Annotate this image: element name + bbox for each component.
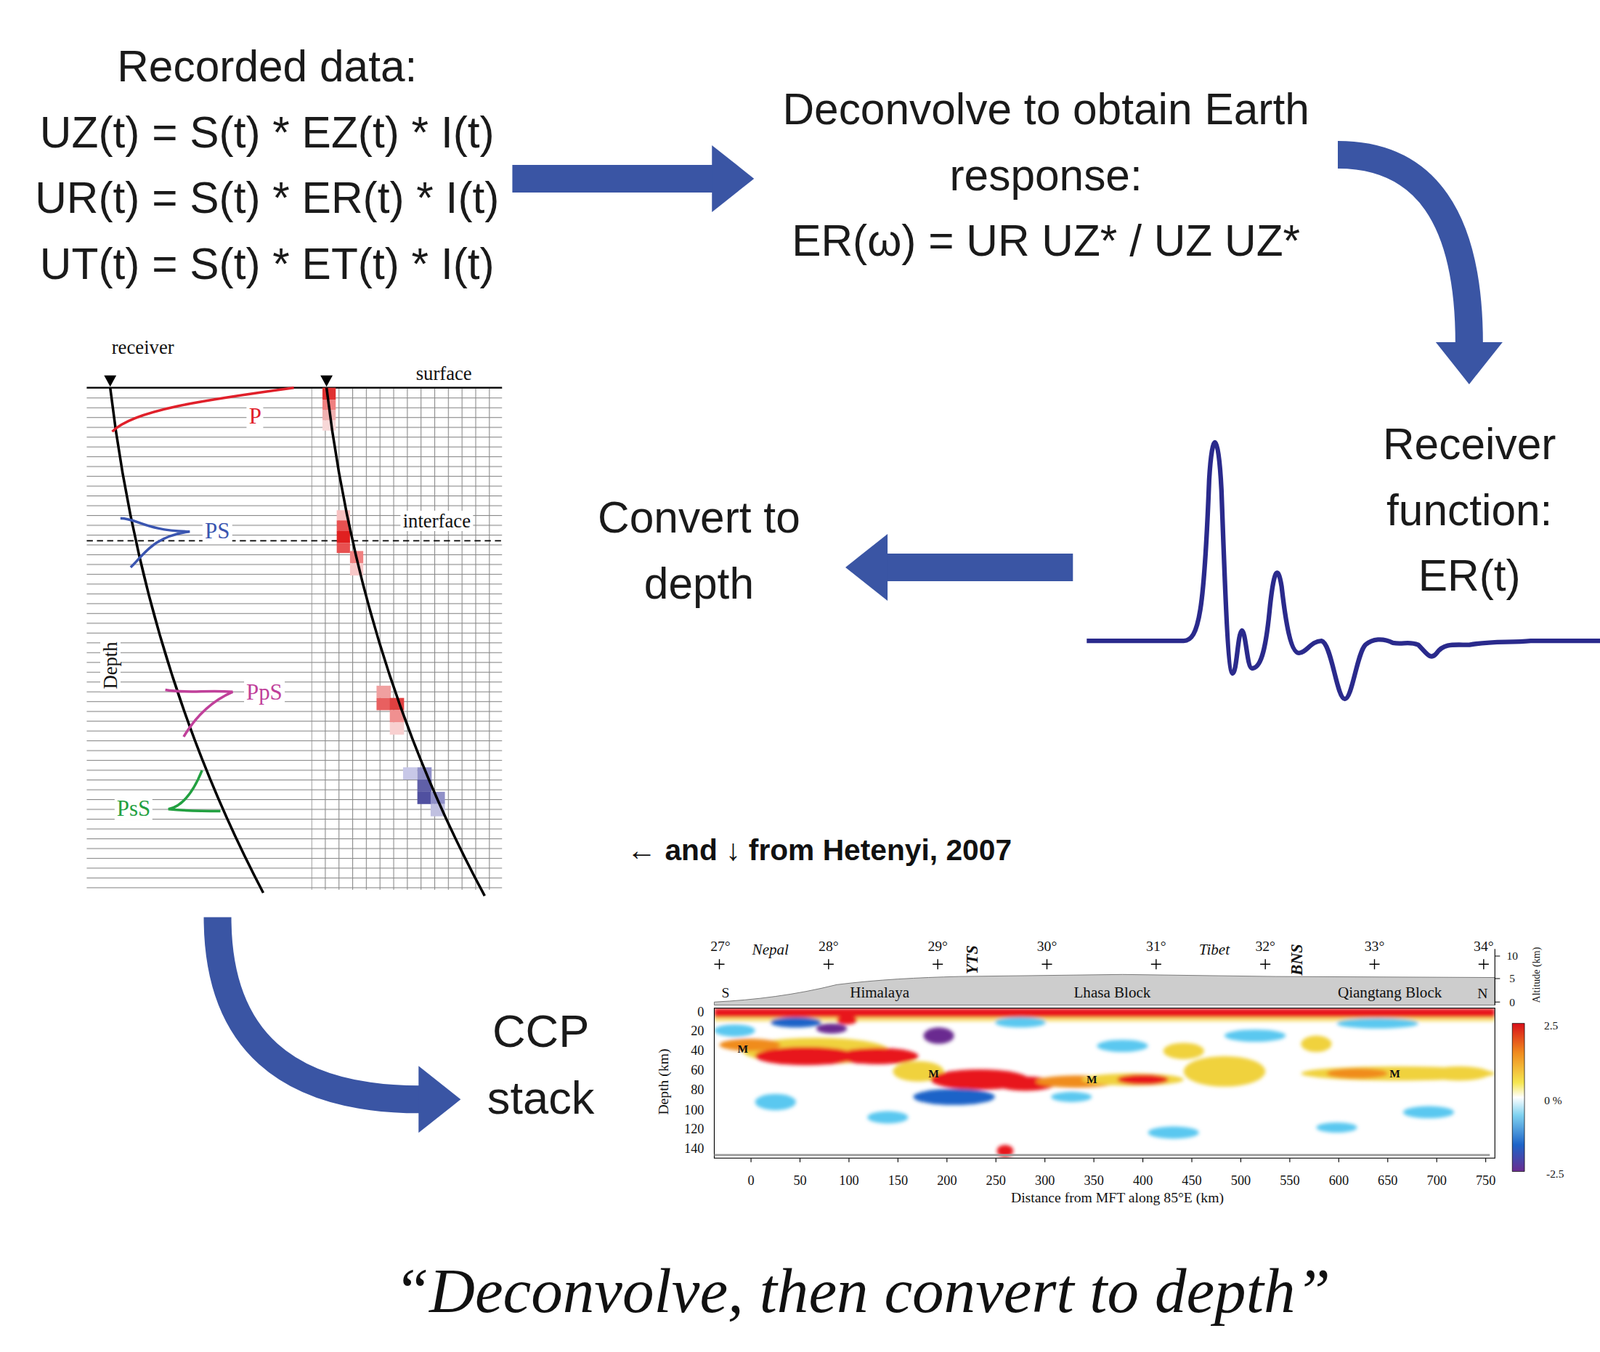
arrow-head bbox=[711, 145, 754, 213]
node-text: ER(ω) = UR UZ* / UZ UZ* bbox=[766, 207, 1325, 274]
figure-label: PpS bbox=[244, 679, 285, 704]
figure-label: M bbox=[737, 1042, 749, 1055]
node-text: UT(t) = S(t) * ET(t) * I(t) bbox=[34, 230, 499, 298]
flow-arrow bbox=[845, 533, 1073, 601]
deconvolution-step: Deconvolve to obtain Earth response:ER(ω… bbox=[762, 73, 1330, 277]
figure-label: receiver bbox=[111, 336, 175, 358]
arrow-shaft bbox=[512, 164, 714, 193]
axis-title: Depth bbox=[100, 639, 121, 691]
figure-label: 20 bbox=[690, 1024, 704, 1039]
receiver-function-trace bbox=[1086, 442, 1600, 699]
flow-arrow bbox=[1337, 154, 1503, 385]
text-block: Receiver function: ER(t) bbox=[1347, 411, 1593, 609]
figure-label: 29° bbox=[927, 938, 948, 954]
figure-label: 650 bbox=[1377, 1173, 1398, 1188]
arrow-shaft bbox=[1337, 154, 1470, 344]
figure-label: 10 bbox=[1506, 949, 1518, 962]
figure-label: 750 bbox=[1475, 1173, 1496, 1188]
arrow-head bbox=[418, 1065, 461, 1133]
figure-label: 34° bbox=[1473, 938, 1494, 954]
figure-label: 33° bbox=[1364, 938, 1386, 954]
figure-label: Lhasa Block bbox=[1074, 984, 1152, 1001]
figure-label: 450 bbox=[1181, 1173, 1202, 1188]
figure-label: M bbox=[1389, 1067, 1401, 1080]
figure-label: 0 bbox=[1509, 996, 1516, 1009]
figure-label: 200 bbox=[936, 1173, 957, 1188]
figure-label: 600 bbox=[1329, 1173, 1349, 1188]
figure-label: 27° bbox=[710, 938, 731, 954]
axis-title: Depth (km) bbox=[655, 1048, 672, 1115]
figure-label: 0 bbox=[697, 1005, 704, 1019]
figure-label: 2.5 bbox=[1544, 1019, 1558, 1032]
figure-label: interface bbox=[400, 510, 473, 531]
figure-label: PsS bbox=[114, 796, 153, 820]
figure-label: 5 bbox=[1509, 972, 1516, 985]
axis-title: YTS bbox=[963, 944, 982, 974]
figure-label: 60 bbox=[690, 1063, 704, 1078]
flow-arrow bbox=[217, 916, 462, 1133]
figure-label: 0 % bbox=[1544, 1093, 1562, 1106]
figure-label: 40 bbox=[690, 1044, 704, 1059]
figure-label: 100 bbox=[684, 1103, 704, 1118]
figure-label: ← and ↓ from Hetenyi, 2007 bbox=[626, 834, 1012, 866]
text-block: Convert to depth bbox=[566, 484, 832, 616]
figure-label: 500 bbox=[1231, 1173, 1251, 1188]
node-heading: Recorded data: bbox=[34, 33, 499, 100]
figure-label: N bbox=[1477, 985, 1488, 1001]
migration-cells bbox=[322, 387, 446, 817]
arrow-shaft bbox=[886, 553, 1073, 582]
figure-label: 120 bbox=[684, 1122, 704, 1137]
axis-title: BNS bbox=[1288, 943, 1306, 976]
figure-label: Distance from MFT along 85°E (km) bbox=[1010, 1189, 1224, 1205]
figure-label: 80 bbox=[690, 1082, 704, 1097]
arrow-head bbox=[845, 533, 888, 601]
figure-label: 0 bbox=[748, 1173, 755, 1188]
ccp-stack-step: CCP stack bbox=[469, 995, 613, 1134]
figure-label: surface bbox=[413, 363, 475, 384]
flow-arrow bbox=[512, 145, 754, 213]
depth-conversion-step: Convert to depth bbox=[81, 331, 837, 909]
receiver-function-step: Receiver function: ER(t) bbox=[1081, 392, 1595, 705]
figure-label: Nepal bbox=[752, 941, 789, 958]
figure-label: M bbox=[1086, 1073, 1098, 1086]
figure-label: 350 bbox=[1083, 1173, 1104, 1188]
depth-figure bbox=[86, 375, 502, 896]
node-text: UZ(t) = S(t) * EZ(t) * I(t) bbox=[34, 99, 499, 166]
figure-label: S bbox=[721, 984, 730, 1000]
caption: “Deconvolve, then convert to depth” bbox=[394, 1257, 1331, 1325]
figure-label: Tibet bbox=[1199, 941, 1230, 958]
figure-label: 50 bbox=[793, 1173, 807, 1188]
figure-label: 100 bbox=[838, 1173, 859, 1188]
figure-label: 550 bbox=[1279, 1173, 1300, 1188]
figure-label: 31° bbox=[1146, 938, 1167, 954]
figure-label: 32° bbox=[1255, 938, 1276, 954]
axis-title: Altitude (km) bbox=[1530, 946, 1542, 1003]
data-equations: Recorded data:UZ(t) = S(t) * EZ(t) * I(t… bbox=[30, 30, 504, 300]
figure-label: Qiangtang Block bbox=[1337, 984, 1442, 1001]
figure-label: 30° bbox=[1037, 938, 1058, 954]
figure-label: 700 bbox=[1427, 1173, 1447, 1188]
figure-label: PS bbox=[202, 518, 232, 542]
node-heading: CCP stack bbox=[473, 997, 608, 1131]
node-heading: Receiver function: ER(t) bbox=[1347, 411, 1593, 609]
node-text: UR(t) = S(t) * ER(t) * I(t) bbox=[34, 164, 499, 231]
figure-label: 250 bbox=[986, 1173, 1006, 1188]
figure-label: 400 bbox=[1133, 1173, 1153, 1188]
arrow-head bbox=[1435, 342, 1503, 385]
figure-label: 140 bbox=[684, 1141, 704, 1156]
figure-label: 300 bbox=[1034, 1173, 1055, 1188]
node-heading: Deconvolve to obtain Earth response: bbox=[766, 76, 1325, 208]
node-heading: Convert to depth bbox=[566, 484, 832, 616]
arrow-shaft bbox=[217, 916, 421, 1099]
figure-label: P bbox=[246, 404, 264, 428]
ccp-section bbox=[713, 948, 1525, 1171]
figure-label: 150 bbox=[888, 1173, 908, 1188]
figure-label: -2.5 bbox=[1546, 1167, 1564, 1180]
figure-label: 28° bbox=[818, 938, 839, 954]
figure-label: M bbox=[928, 1067, 940, 1080]
figure-label: Himalaya bbox=[849, 984, 910, 1001]
